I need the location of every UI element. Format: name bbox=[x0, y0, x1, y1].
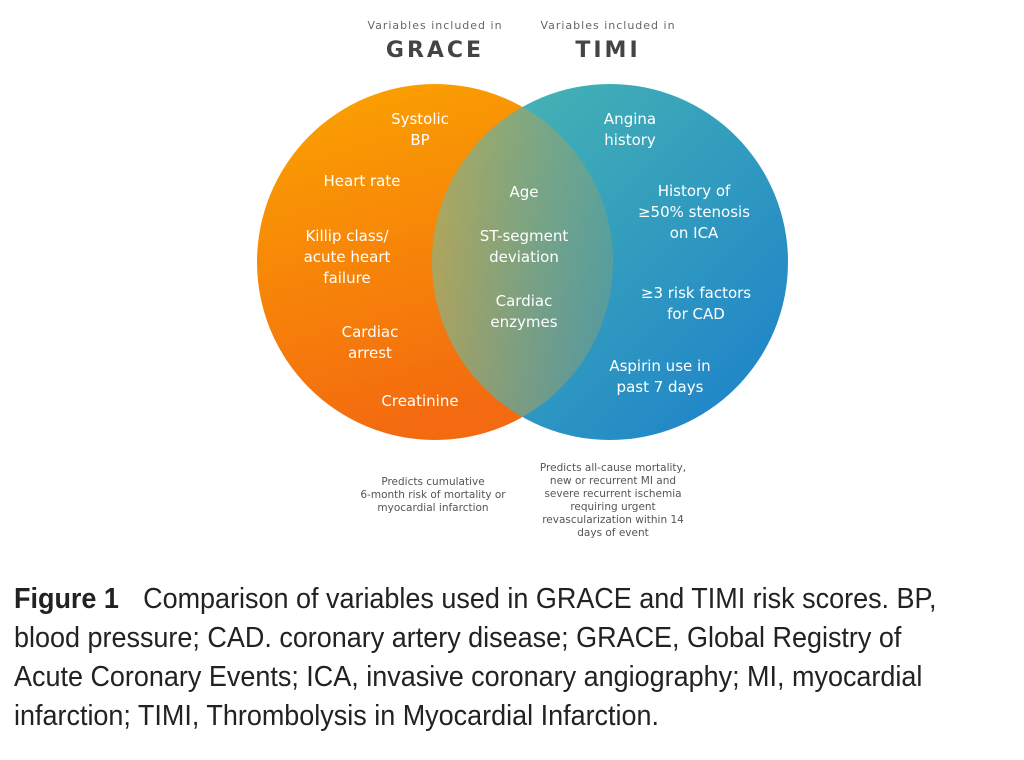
caption-text: Comparison of variables used in GRACE an… bbox=[14, 583, 937, 732]
grace-item: Creatinine bbox=[381, 392, 459, 410]
shared-item: Cardiac enzymes bbox=[490, 292, 558, 331]
grace-item: Heart rate bbox=[323, 172, 401, 190]
grace-title: GRACE bbox=[385, 38, 485, 63]
timi-note: Predicts all-cause mortality, new or rec… bbox=[539, 462, 687, 539]
figure-label: Figure 1 bbox=[14, 583, 119, 615]
grace-note: Predicts cumulative 6-month risk of mort… bbox=[360, 476, 506, 514]
grace-subtitle: Variables included in bbox=[367, 19, 503, 32]
grace-item: Killip class/ acute heart failure bbox=[303, 227, 391, 287]
overlap-region bbox=[432, 84, 613, 440]
timi-title: TIMI bbox=[575, 38, 641, 63]
timi-item: ≥3 risk factors for CAD bbox=[640, 284, 752, 323]
timi-item: History of ≥50% stenosis on ICA bbox=[637, 182, 751, 242]
timi-item: Angina history bbox=[603, 110, 657, 149]
timi-item: Aspirin use in past 7 days bbox=[609, 357, 711, 396]
grace-item: Systolic BP bbox=[391, 110, 449, 149]
shared-item: ST-segment deviation bbox=[479, 227, 569, 266]
shared-item: Age bbox=[509, 183, 539, 201]
venn-diagram bbox=[257, 84, 788, 440]
timi-subtitle: Variables included in bbox=[540, 19, 676, 32]
grace-item: Cardiac arrest bbox=[341, 323, 399, 362]
